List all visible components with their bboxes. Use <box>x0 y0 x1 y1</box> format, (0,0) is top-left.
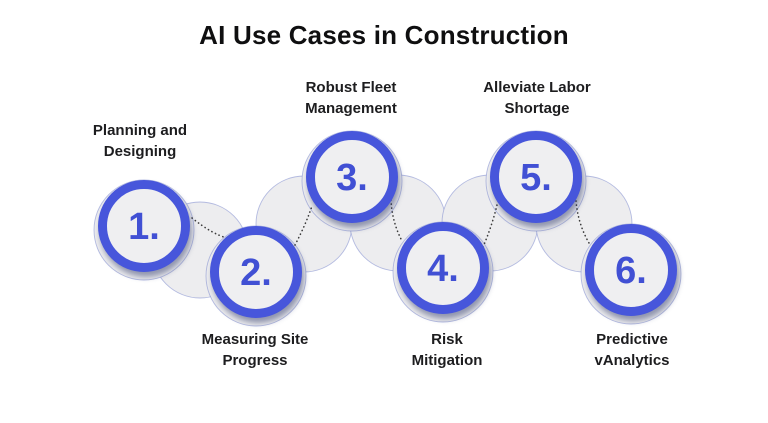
step-number-1: 1. <box>128 206 160 248</box>
step-label-line: Designing <box>103 143 177 160</box>
step-circle-3-ring <box>306 131 398 223</box>
connectors <box>191 199 590 248</box>
step-circle-3: 3. <box>306 131 398 223</box>
step-label-line: vAnalytics <box>594 352 670 369</box>
dotted-connector-1-2 <box>191 217 228 239</box>
step-label-line: Management <box>305 100 397 117</box>
step-label-line: Risk <box>431 331 463 348</box>
step-circle-1-ring <box>98 180 190 272</box>
step-label-line: Shortage <box>504 100 570 117</box>
dotted-connector-2-3 <box>294 205 313 246</box>
step-circle-6-ring <box>585 224 677 316</box>
step-circle-4-ring <box>397 222 489 314</box>
step-number-2: 2. <box>240 252 272 294</box>
step-circle-2-ring <box>210 226 302 318</box>
dotted-connector-3-4 <box>390 199 403 242</box>
step-label-line: Planning and <box>92 122 188 139</box>
step-label-line: Robust Fleet <box>305 79 397 96</box>
step-circle-5-ring <box>490 131 582 223</box>
step-circles: 1. 2. 3. 4. 5. 6. <box>98 131 677 318</box>
dotted-connector-4-5 <box>482 204 498 248</box>
step-label-line: Measuring Site <box>201 331 309 348</box>
step-label-line: Mitigation <box>411 352 483 369</box>
step-label-line: Predictive <box>596 331 668 348</box>
step-label-alleviate-labor-shortage: Alleviate Labor Shortage <box>452 77 622 119</box>
step-number-4: 4. <box>427 248 459 290</box>
step-label-line: Alleviate Labor <box>483 79 591 96</box>
dotted-connector-5-6 <box>575 200 590 244</box>
step-label-measuring-site-progress: Measuring Site Progress <box>170 329 340 371</box>
step-circle-1: 1. <box>98 180 190 272</box>
step-number-3: 3. <box>336 157 368 199</box>
step-label-risk-mitigation: Risk Mitigation <box>362 329 532 371</box>
step-number-6: 6. <box>615 250 647 292</box>
step-label-planning-designing: Planning and Designing <box>55 120 225 162</box>
step-label-robust-fleet-management: Robust Fleet Management <box>266 77 436 119</box>
diagram-title: AI Use Cases in Construction <box>199 20 569 50</box>
step-circle-2: 2. <box>210 226 302 318</box>
step-circle-6: 6. <box>585 224 677 316</box>
step-circle-5: 5. <box>490 131 582 223</box>
step-label-line: Progress <box>222 352 288 369</box>
step-number-5: 5. <box>520 157 552 199</box>
step-label-predictive-vanalytics: Predictive vAnalytics <box>547 329 717 371</box>
step-circle-4: 4. <box>397 222 489 314</box>
